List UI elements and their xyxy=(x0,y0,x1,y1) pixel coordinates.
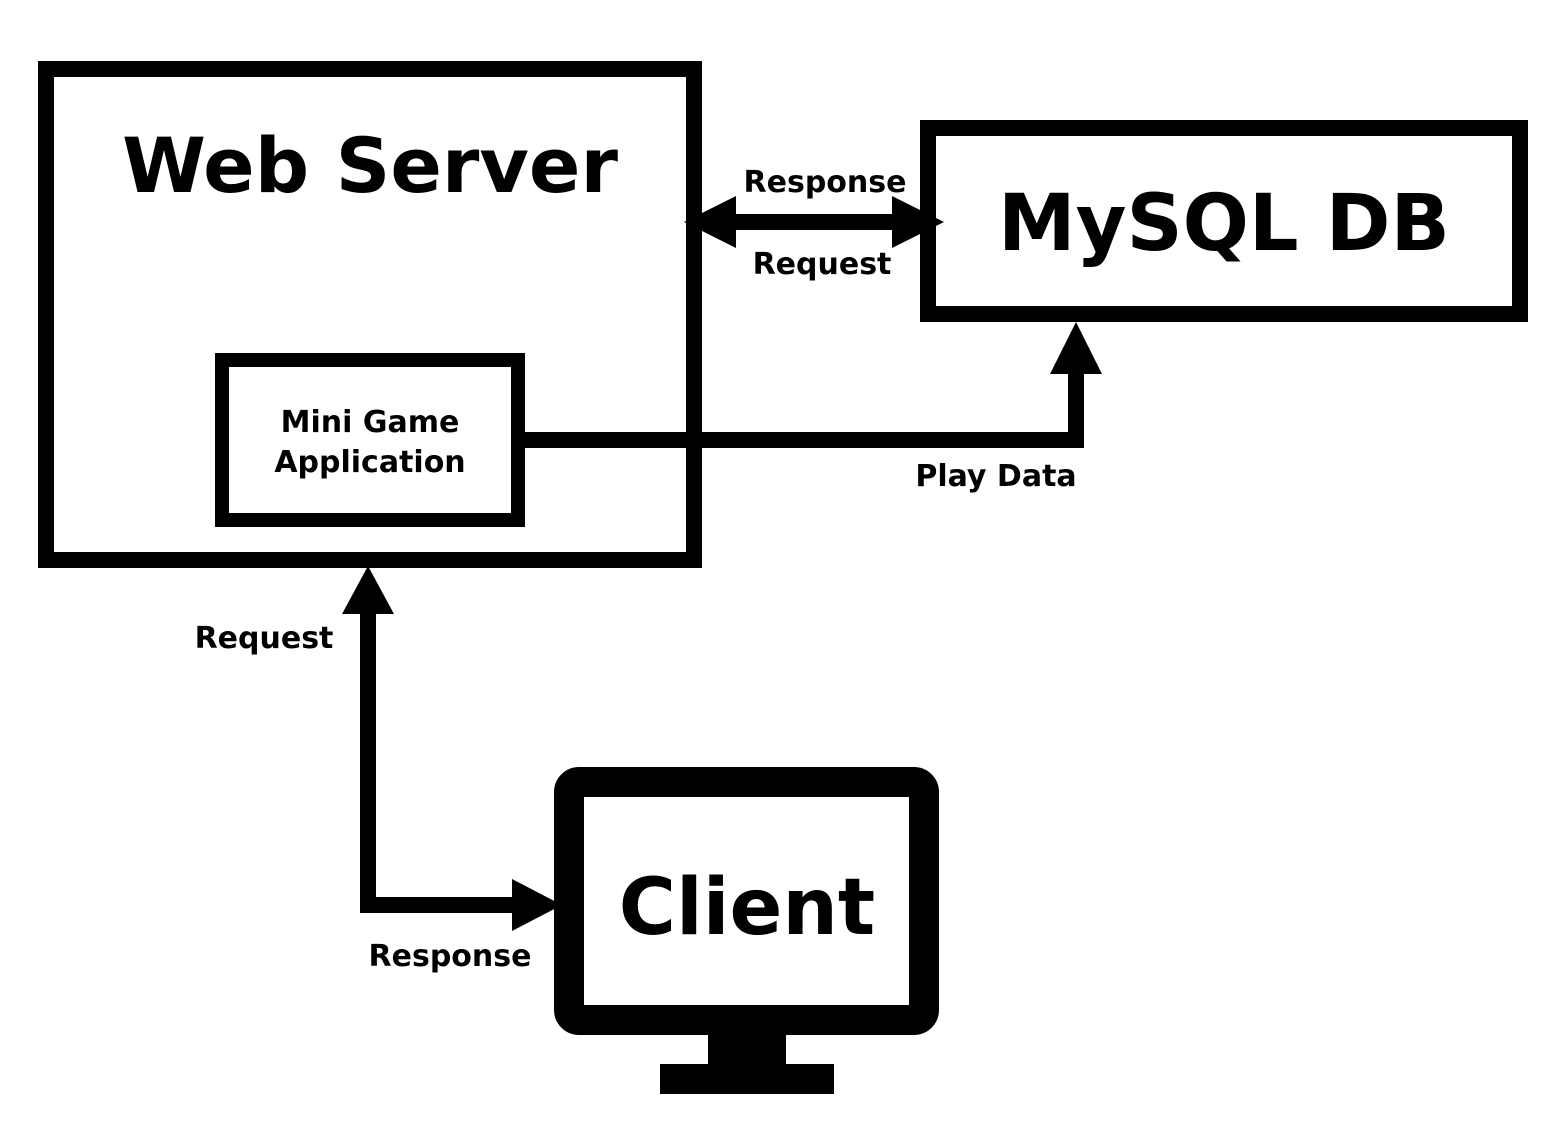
mysql-db-label: MySQL DB xyxy=(998,179,1450,269)
mysql-db-node: MySQL DB xyxy=(920,120,1528,322)
play-data-arrow: Play Data xyxy=(524,322,1102,494)
server-db-arrow: Response Request xyxy=(684,165,944,282)
mini-game-box xyxy=(215,353,525,527)
play-data-label: Play Data xyxy=(915,459,1076,494)
server-db-arrowhead-right xyxy=(892,196,944,248)
client-server-connector xyxy=(360,612,516,913)
web-server-box xyxy=(38,61,702,568)
mini-game-label-line1: Mini Game xyxy=(281,405,460,440)
server-db-arrowhead-left xyxy=(684,196,736,248)
web-server-label: Web Server xyxy=(122,121,618,210)
client-label: Client xyxy=(619,863,875,953)
mini-game-label-line2: Application xyxy=(274,445,465,480)
server-db-request-label: Request xyxy=(753,247,892,282)
client-node: Client xyxy=(554,767,939,1094)
server-db-response-label: Response xyxy=(744,165,907,200)
monitor-stand xyxy=(660,1064,834,1094)
monitor-neck xyxy=(708,1032,786,1068)
client-server-arrowhead-right xyxy=(512,879,562,931)
web-server-node: Web Server xyxy=(38,61,702,568)
client-server-request-label: Request xyxy=(195,621,334,656)
mini-game-node: Mini Game Application xyxy=(215,353,525,527)
play-data-arrowhead xyxy=(1050,322,1102,374)
client-server-arrow: Request Response xyxy=(195,566,562,974)
play-data-connector xyxy=(524,368,1084,448)
client-server-response-label: Response xyxy=(369,939,532,974)
client-server-arrowhead-up xyxy=(342,566,394,614)
monitor-screen xyxy=(554,767,939,1035)
